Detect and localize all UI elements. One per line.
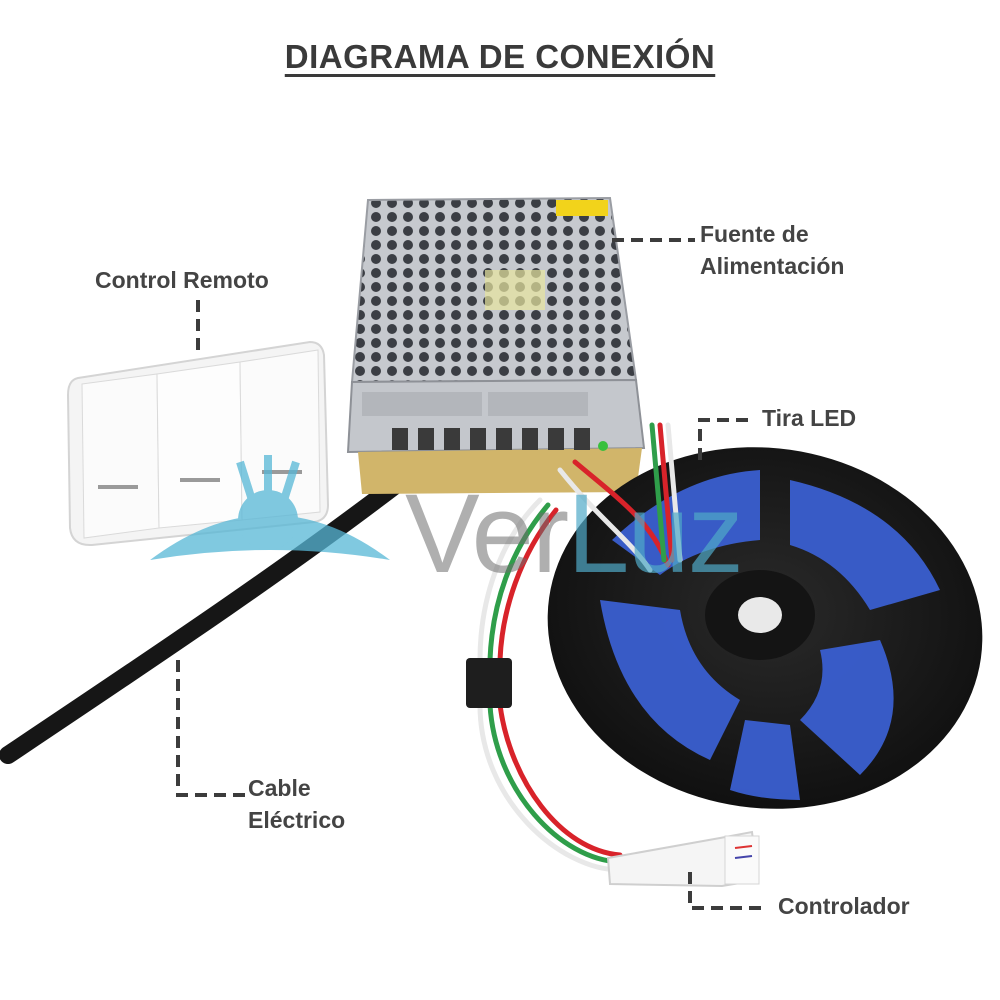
leader-controller bbox=[688, 872, 768, 910]
watermark-logo bbox=[150, 455, 390, 560]
label-controller: Controlador bbox=[778, 893, 910, 919]
label-power-supply: Fuente de Alimentación bbox=[700, 221, 845, 279]
leader-led-strip bbox=[698, 418, 755, 460]
electric-cable bbox=[0, 461, 424, 764]
diagram-title: DIAGRAMA DE CONEXIÓN bbox=[284, 38, 716, 75]
label-led-strip: Tira LED bbox=[762, 405, 857, 431]
label-remote-control: Control Remoto bbox=[95, 267, 269, 293]
watermark-text: VerLuz bbox=[405, 471, 744, 596]
power-supply bbox=[346, 196, 646, 494]
wires bbox=[477, 422, 683, 873]
controller-device bbox=[606, 830, 760, 888]
connector-plug bbox=[466, 658, 512, 708]
leader-cable bbox=[176, 660, 245, 797]
label-electric-cable: Cable Eléctrico bbox=[248, 775, 346, 833]
